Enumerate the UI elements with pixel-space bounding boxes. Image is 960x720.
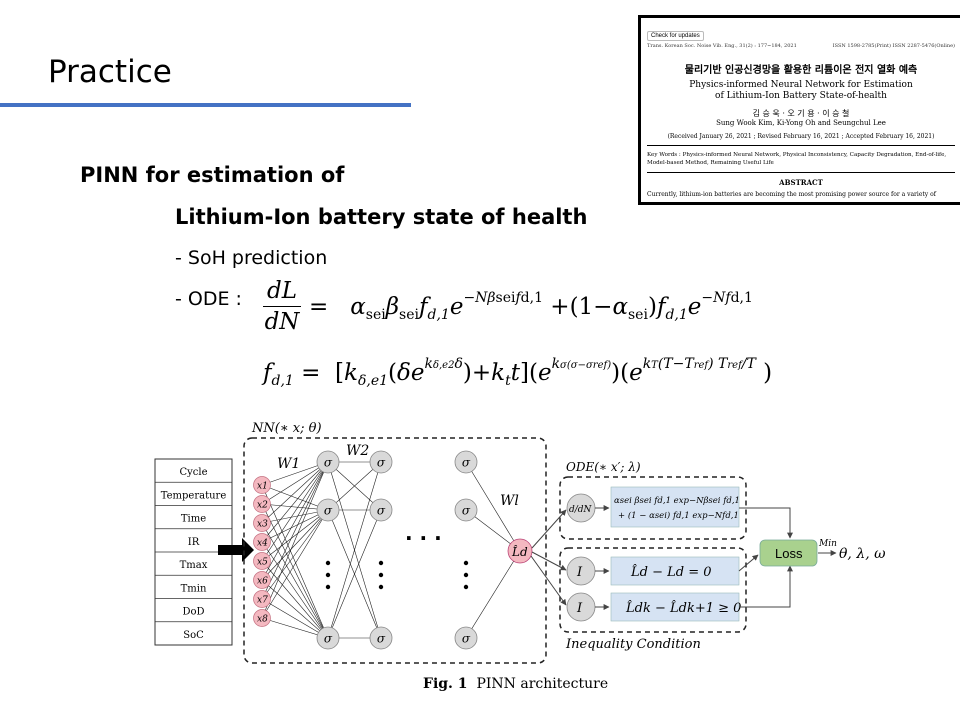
ode-expression-box — [610, 486, 740, 528]
paper-title-korean: 물리기반 인공신경망을 활용한 리튬이온 전지 열화 예측 — [684, 65, 918, 76]
inequality-constraint: L̂dk − L̂dk+1 ≥ 0 — [625, 600, 741, 616]
paper-dates: (Received January 26, 2021 ; Revised Feb… — [667, 133, 935, 140]
nn-label: NN(∗ x; θ) — [251, 421, 322, 436]
bullet-ode: - ODE : — [175, 288, 242, 310]
hidden-node-1-2 — [369, 626, 393, 650]
figure-caption: Fig. 1 PINN architecture — [423, 676, 608, 692]
paper-header-right: ISSN 1598-2785(Print) ISSN 2287-5476(Onl… — [832, 43, 955, 49]
paper-abstract-text: Currently, lithium-ion batteries are bec… — [647, 191, 936, 198]
input-feature-1: Temperature — [161, 490, 227, 501]
paper-abstract-heading: ABSTRACT — [779, 178, 823, 187]
hidden-node-2-2 — [454, 626, 478, 650]
input-node-1 — [253, 495, 271, 513]
nn-box — [243, 437, 547, 664]
hidden-node-0-1 — [316, 498, 340, 522]
equality-constraint: L̂d − Ld = 0 — [630, 564, 712, 580]
figure-caption-text: PINN architecture — [476, 676, 609, 692]
inequality-label: Inequality Condition — [565, 637, 701, 652]
output-node-label: L̂d — [511, 544, 528, 559]
figure-caption-number: Fig. 1 — [423, 676, 468, 692]
input-feature-0: Cycle — [179, 467, 207, 478]
check-updates-badge: Check for updates — [647, 31, 704, 41]
bullet-soh: - SoH prediction — [175, 247, 328, 269]
hidden-node-0-2 — [316, 626, 340, 650]
ode-label: ODE(∗ x′; λ) — [566, 460, 641, 474]
hidden-node-label: σ — [377, 632, 386, 646]
horizontal-ellipsis: · · · — [405, 526, 442, 550]
weight-wl-label: Wl — [500, 493, 519, 509]
input-node-label-3: x4 — [257, 539, 268, 549]
input-feature-3: IR — [188, 537, 200, 548]
hidden-node-2-1 — [454, 498, 478, 522]
hidden-node-label: σ — [377, 456, 386, 470]
input-node-7 — [253, 609, 271, 627]
hidden-node-label: σ — [462, 632, 471, 646]
input-node-label-5: x6 — [257, 577, 268, 587]
weight-w1-label: W1 — [277, 456, 300, 472]
ode-equation-2: fd,1 = [kδ,e1(δekδ,e2δ)+ktt](ekσ(σ−σref)… — [263, 356, 773, 389]
ode-expression-line1: αsei βsei fd,1 exp−Nβsei fd,1 — [614, 496, 740, 506]
bullet-pinn: PINN for estimation of — [80, 163, 345, 187]
slide-title: Practice — [48, 54, 172, 90]
nn-connections — [261, 461, 521, 639]
hidden-nodes: σ σ σ σ σ σ σ σ σ — [316, 450, 478, 650]
input-node-label-7: x8 — [257, 615, 268, 625]
weight-w2-label: W2 — [346, 443, 369, 459]
paper-title-english-1: Physics-informed Neural Network for Esti… — [689, 80, 913, 90]
hidden-node-2-0 — [454, 450, 478, 474]
input-feature-6: DoD — [182, 607, 204, 618]
input-arrow-icon — [218, 538, 254, 562]
input-node-2 — [253, 514, 271, 532]
output-node — [507, 538, 533, 564]
paper-title-english-2: of Lithium-Ion Battery State-of-health — [715, 91, 887, 101]
input-node-label-6: x7 — [257, 596, 268, 606]
inequality-constraint-box — [610, 592, 740, 622]
input-nodes: x1 x2 x3 x4 x5 x6 x7 x8 — [253, 476, 271, 627]
input-node-3 — [253, 533, 271, 551]
identity-label-2: I — [576, 601, 583, 616]
input-node-label-1: x2 — [257, 501, 268, 511]
ode-expression-line2: + (1 − αsei) fd,1 exp−Nfd,1 — [618, 510, 739, 521]
paper-authors-korean: 김 승 욱 · 오 기 용 · 이 승 철 — [752, 109, 850, 118]
ode-box — [559, 476, 747, 540]
equality-constraint-box — [610, 556, 740, 586]
input-feature-7: SoC — [183, 630, 204, 641]
input-feature-2: Time — [181, 514, 206, 525]
input-node-label-2: x3 — [257, 520, 268, 530]
hidden-node-label: σ — [462, 504, 471, 518]
identity-label-1: I — [576, 565, 583, 580]
input-node-6 — [253, 590, 271, 608]
loss-label: Loss — [775, 546, 803, 561]
hidden-node-label: σ — [324, 504, 333, 518]
paper-authors-english: Sung Wook Kim, Ki-Yong Oh and Seungchul … — [716, 119, 886, 127]
derivative-label: d/dN — [569, 505, 593, 515]
paper-thumbnail: Check for updates Trans. Korean Soc. Noi… — [638, 15, 960, 205]
hidden-node-1-0 — [369, 450, 393, 474]
paper-header-left: Trans. Korean Soc. Noise Vib. Eng., 31(2… — [647, 43, 797, 49]
input-node-5 — [253, 571, 271, 589]
inequality-box — [559, 547, 747, 633]
parameters-label: θ, λ, ω — [839, 546, 886, 562]
paper-keywords: Key Words : Physics-informed Neural Netw… — [647, 152, 947, 166]
hidden-node-0-0 — [316, 450, 340, 474]
input-node-label-0: x1 — [257, 482, 268, 492]
input-feature-5: Tmin — [181, 583, 207, 594]
input-node-0 — [253, 476, 271, 494]
hidden-node-label: σ — [377, 504, 386, 518]
input-feature-4: Tmax — [180, 560, 208, 571]
hidden-node-1-1 — [369, 498, 393, 522]
loss-box — [759, 539, 818, 567]
input-node-label-4: x5 — [257, 558, 268, 568]
hidden-node-label: σ — [462, 456, 471, 470]
hidden-node-label: σ — [324, 456, 333, 470]
min-label: Min — [818, 539, 837, 549]
vertical-ellipsis-icons — [325, 560, 469, 590]
title-underline — [0, 103, 411, 107]
input-node-4 — [253, 552, 271, 570]
bullet-battery: Lithium-Ion battery state of health — [175, 205, 588, 229]
hidden-node-label: σ — [324, 632, 333, 646]
